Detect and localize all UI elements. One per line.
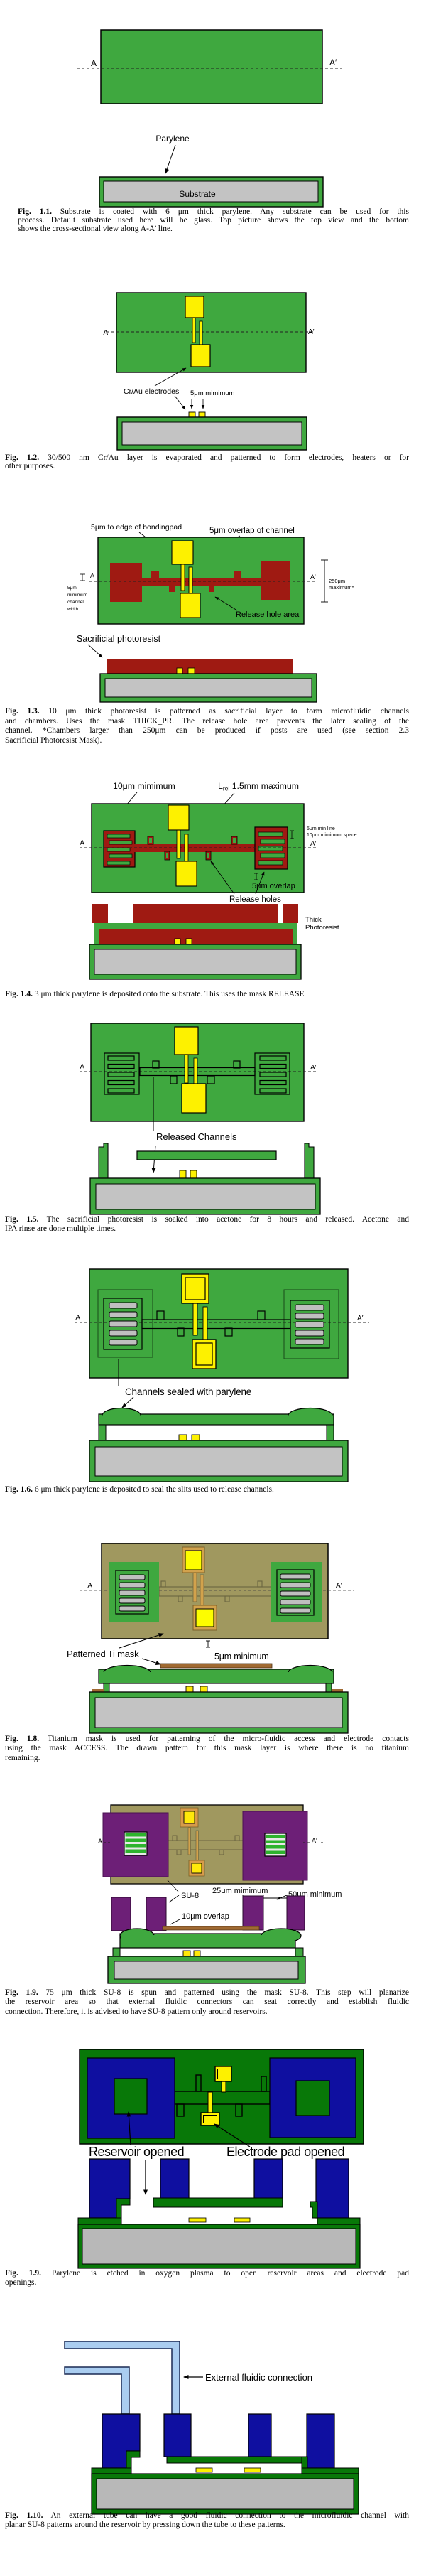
svg-text:5μm overlap: 5μm overlap	[252, 882, 295, 890]
svg-text:Cr/Au electrodes: Cr/Au electrodes	[124, 387, 179, 396]
svg-text:Sacrificial photoresist: Sacrificial photoresist	[77, 634, 161, 644]
svg-text:Released Channels: Released Channels	[156, 1131, 237, 1142]
svg-text:Substrate: Substrate	[179, 189, 216, 199]
svg-text:A′: A′	[357, 1315, 364, 1322]
svg-text:25μm mimimum: 25μm mimimum	[212, 1887, 268, 1895]
svg-text:Photoresist: Photoresist	[305, 924, 339, 932]
svg-text:5μm mimimum: 5μm mimimum	[190, 389, 235, 397]
svg-text:Release holes: Release holes	[229, 895, 281, 904]
svg-text:10μm mimimum space: 10μm mimimum space	[307, 833, 357, 838]
svg-text:Patterned Ti mask: Patterned Ti mask	[67, 1649, 139, 1659]
svg-text:A: A	[103, 329, 108, 337]
svg-text:5μm to edge of bondingpad: 5μm to edge of bondingpad	[91, 523, 182, 532]
svg-text:A: A	[98, 1838, 102, 1845]
svg-text:5μm overlap of channel: 5μm overlap of channel	[209, 527, 295, 535]
svg-text:A′: A′	[336, 1582, 342, 1590]
svg-text:Release hole area: Release hole area	[236, 610, 300, 619]
svg-text:Parylene: Parylene	[155, 134, 190, 144]
svg-text:10μm overlap: 10μm overlap	[182, 1912, 229, 1921]
svg-text:External fluidic connection: External fluidic connection	[205, 2372, 312, 2383]
svg-text:Lrel 1.5mm maximum: Lrel 1.5mm maximum	[218, 781, 299, 792]
svg-text:5μm: 5μm	[67, 586, 77, 591]
svg-text:A′: A′	[310, 1064, 317, 1072]
svg-text:Channels sealed with parylene: Channels sealed with parylene	[125, 1386, 251, 1397]
svg-text:Electrode pad opened: Electrode pad opened	[226, 2145, 344, 2159]
svg-text:Thick: Thick	[305, 916, 322, 924]
svg-text:Reservoir opened: Reservoir opened	[89, 2145, 184, 2159]
svg-text:mimimum: mimimum	[67, 593, 87, 598]
svg-text:A′: A′	[312, 1837, 317, 1844]
svg-text:10μm mimimum: 10μm mimimum	[113, 781, 175, 791]
svg-text:A: A	[75, 1314, 80, 1322]
svg-text:A: A	[91, 58, 97, 68]
svg-text:A: A	[80, 839, 84, 847]
svg-text:A′: A′	[329, 58, 337, 68]
svg-text:SU-8: SU-8	[181, 1892, 199, 1900]
svg-text:250μm: 250μm	[329, 578, 345, 584]
svg-text:A: A	[87, 1582, 92, 1590]
svg-text:width: width	[67, 607, 79, 612]
svg-text:A′: A′	[308, 328, 315, 336]
svg-text:A′: A′	[310, 840, 317, 848]
svg-text:channel: channel	[67, 600, 84, 605]
svg-text:5μm minimum: 5μm minimum	[214, 1651, 269, 1661]
svg-text:A′: A′	[310, 573, 316, 581]
svg-text:A: A	[90, 572, 94, 579]
svg-text:maximum*: maximum*	[329, 584, 354, 591]
svg-text:5μm min line: 5μm min line	[307, 826, 335, 831]
svg-text:A: A	[80, 1063, 84, 1071]
